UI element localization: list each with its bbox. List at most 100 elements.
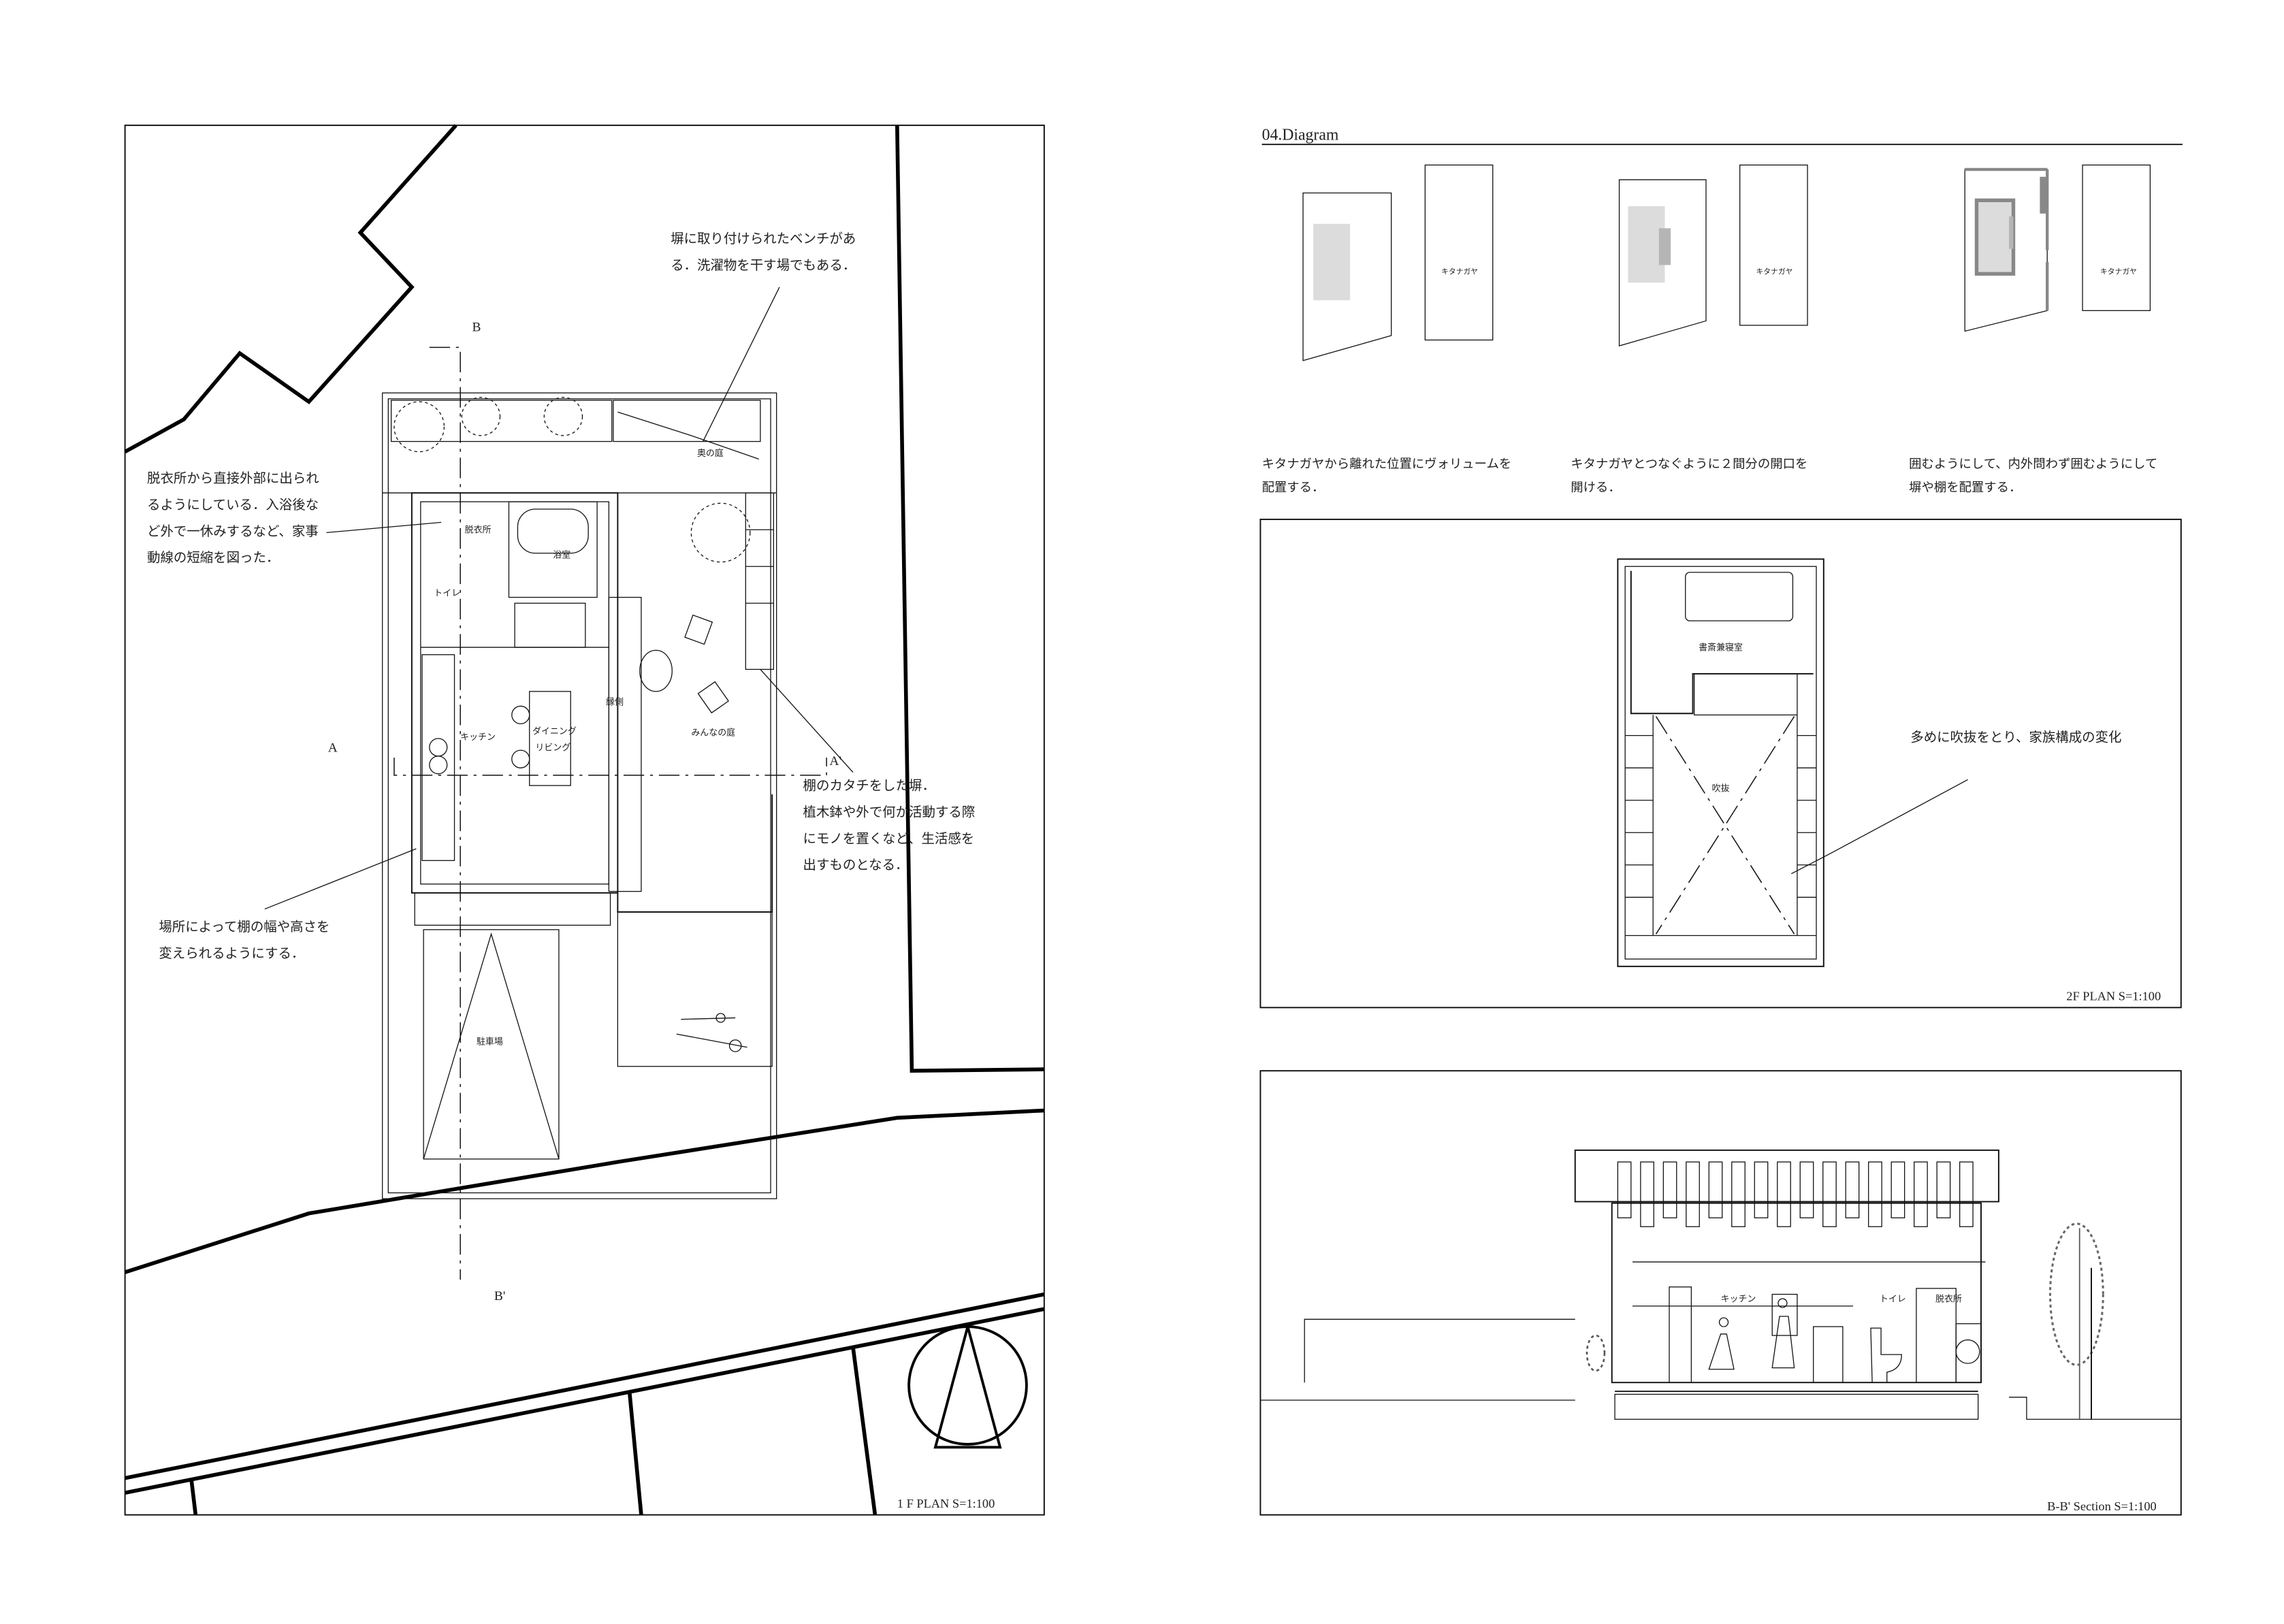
svg-text:変えられるようにする．: 変えられるようにする．: [159, 945, 304, 961]
svg-text:る．洗濯物を干す場でもある．: る．洗濯物を干す場でもある．: [671, 257, 856, 273]
site-outline: [382, 392, 777, 1199]
roof-louver: [1640, 1161, 1654, 1227]
bench-wall: [613, 400, 761, 442]
room-label-engawa: 縁側: [606, 696, 624, 707]
stove: [1813, 1326, 1844, 1383]
lot-line: [189, 1478, 198, 1515]
section-frame: [1259, 1070, 2182, 1516]
tree-icon: [2048, 1222, 2104, 1420]
svg-text:脱衣所から直接外部に出られ: 脱衣所から直接外部に出られ: [147, 470, 319, 486]
washing-machine: [1955, 1323, 1982, 1383]
bicycle-icon: [676, 1013, 747, 1052]
lot-line: [627, 1391, 643, 1515]
road-edge-south-1: [125, 1292, 1045, 1480]
svg-text:棚のカタチをした塀．: 棚のカタチをした塀．: [803, 778, 935, 794]
section-panel: キッチン トイレ 脱衣所 B-B' Section S=1:100: [1259, 1070, 2182, 1516]
annotation-void: 多めに吹抜をとり、家族構成の変化: [1910, 729, 2121, 745]
planter-bed: [414, 892, 611, 926]
person-icon: [1708, 1317, 1735, 1370]
diagram-step-1: キタナガヤ キタナガヤから離れた位置にヴォリュームを 配置する．: [1262, 164, 1512, 495]
laundry-line: [617, 411, 759, 460]
kitchen-counter: [421, 654, 455, 861]
annotation-shelf-wall: 棚のカタチをした塀． 植木鉢や外で何か活動する際 にモノを置くなど、生活感を 出…: [760, 669, 975, 873]
plan-2f-frame: [1259, 519, 2182, 1009]
storage-cabinet: [1916, 1288, 1957, 1383]
bicycle-area: [617, 911, 773, 1067]
neighbor-boundary: [124, 124, 457, 454]
roof-louver: [1914, 1161, 1928, 1227]
svg-text:囲むようにして、内外問わず囲むようにして: 囲むようにして、内外問わず囲むようにして: [1909, 457, 2157, 471]
diagram-title: 04.Diagram: [1262, 127, 1339, 144]
house-inner: [420, 501, 610, 885]
bathtub: [517, 508, 589, 554]
roof-louver: [1662, 1161, 1677, 1218]
room-label-section-toilet: トイレ: [1880, 1294, 1906, 1304]
garden-table: [639, 649, 673, 692]
road-edge-south-2: [125, 1307, 1045, 1495]
roof-louver: [1868, 1161, 1882, 1227]
roof-louver: [1617, 1161, 1632, 1218]
planter-north: [391, 400, 613, 442]
bath-room: [508, 501, 598, 598]
svg-text:キタナガヤから離れた位置にヴォリュームを: キタナガヤから離れた位置にヴォリュームを: [1262, 457, 1512, 471]
bed: [1685, 572, 1794, 621]
roof-louver: [1936, 1161, 1951, 1218]
rafters: [1625, 735, 1817, 898]
room-label-bath: 浴室: [553, 549, 570, 560]
roof-louver: [1959, 1161, 1974, 1227]
room-label-parking: 駐車場: [477, 1037, 503, 1047]
north-arrow-icon: [907, 1325, 1028, 1449]
annotation-dressing: 脱衣所から直接外部に出られ るようにしている．入浴後な ど外で一休みするなど、家…: [147, 470, 442, 566]
roof-louver: [1822, 1161, 1837, 1227]
roof-louver: [1845, 1161, 1860, 1218]
diagram-step-3: キタナガヤ 囲むようにして、内外問わず囲むようにして 塀や棚を配置する．: [1909, 164, 2157, 495]
roof-louvers: [1617, 1161, 1974, 1227]
annotation-shelf-size: 場所によって棚の幅や高さを 変えられるようにする．: [159, 848, 417, 961]
diagram-section: 04.Diagram キタナガヤ キタナガヤから離れた位置にヴォリュームを 配置…: [1262, 127, 2183, 495]
roof-louver: [1731, 1161, 1746, 1227]
section-mark-a-prime: A': [829, 754, 841, 768]
roof-louver: [1686, 1161, 1700, 1227]
roof: [1574, 1149, 1999, 1203]
room-label-toilet: トイレ: [434, 588, 460, 598]
section-line-a: [393, 758, 827, 776]
void-cross: [1655, 716, 1795, 935]
room-label-section-kitchen: キッチン: [1721, 1294, 1756, 1304]
garden-chair: [697, 681, 729, 714]
toilet-icon: [1870, 1327, 1902, 1383]
dining-table: [529, 691, 571, 786]
ground-line: [2009, 1397, 2181, 1420]
section-line-b: [429, 346, 461, 1280]
annotation-bench: 塀に取り付けられたベンチがあ る．洗濯物を干す場でもある．: [671, 231, 856, 442]
section-caption: B-B' Section S=1:100: [2047, 1499, 2157, 1513]
svg-text:ど外で一休みするなど、家事: ど外で一休みするなど、家事: [147, 523, 319, 539]
plan-2f-outline: [1617, 558, 1824, 967]
house-outline: [411, 492, 619, 894]
stair: [514, 602, 586, 648]
roof-louver: [1891, 1161, 1905, 1218]
svg-text:出すものとなる．: 出すものとなる．: [803, 857, 909, 873]
engawa: [608, 596, 642, 892]
site-inner-line: [387, 398, 771, 1194]
roof-louver: [1708, 1161, 1723, 1218]
svg-text:キタナガヤ: キタナガヤ: [1756, 267, 1792, 276]
svg-text:配置する．: 配置する．: [1262, 481, 1325, 495]
plan-1f-caption: 1 F PLAN S=1:100: [897, 1497, 995, 1510]
svg-text:開ける．: 開ける．: [1571, 481, 1620, 495]
lot-line: [851, 1346, 878, 1516]
roof-louver: [1754, 1161, 1769, 1218]
room-label-dressing: 脱衣所: [465, 525, 492, 536]
svg-text:キタナガヤとつなぐように２間分の開口を: キタナガヤとつなぐように２間分の開口を: [1571, 457, 1807, 471]
window: [1771, 1293, 1798, 1336]
plan-1f-panel: 脱衣所 浴室 トイレ キッチン ダイニング リビング 縁側 みんなの庭 奥の庭 …: [124, 124, 1045, 1516]
section-mark-b-prime: B': [494, 1289, 505, 1303]
refrigerator: [1669, 1286, 1692, 1383]
tree-icon: [393, 397, 751, 563]
room-label-dining: ダイニング: [532, 727, 577, 737]
section-mark-b: B: [472, 321, 481, 335]
svg-text:にモノを置くなど、生活感を: にモノを置くなど、生活感を: [803, 830, 975, 846]
svg-text:場所によって棚の幅や高さを: 場所によって棚の幅や高さを: [159, 919, 329, 935]
plant-icon: [1586, 1334, 1606, 1372]
svg-text:キタナガヤ: キタナガヤ: [2100, 267, 2137, 276]
